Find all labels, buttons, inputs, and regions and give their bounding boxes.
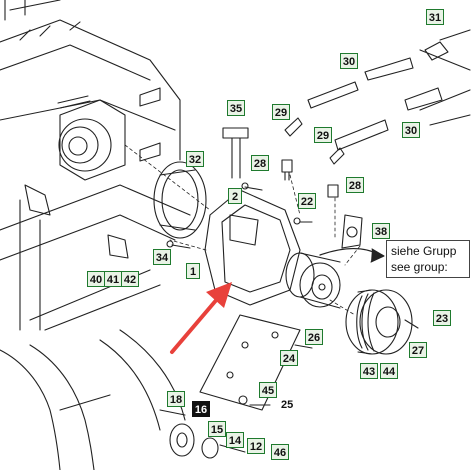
see-group-note: siehe Grupp see group: <box>386 240 470 278</box>
callout-32[interactable]: 32 <box>186 151 204 167</box>
callout-24[interactable]: 24 <box>280 350 298 366</box>
note-arrow-head <box>370 248 385 263</box>
ring-gear <box>153 161 207 239</box>
callout-29-right[interactable]: 29 <box>314 127 332 143</box>
hydraulic-hoses <box>284 29 471 165</box>
callout-34[interactable]: 34 <box>153 249 171 265</box>
note-arrow-line <box>319 248 381 256</box>
chassis-frame <box>0 0 191 470</box>
callout-38[interactable]: 38 <box>372 223 390 239</box>
callout-27[interactable]: 27 <box>409 342 427 358</box>
callout-26[interactable]: 26 <box>305 329 323 345</box>
callout-18[interactable]: 18 <box>167 391 185 407</box>
fittings <box>281 159 339 198</box>
callout-35[interactable]: 35 <box>227 100 245 116</box>
callout-43[interactable]: 43 <box>360 363 378 379</box>
callout-45[interactable]: 45 <box>259 382 277 398</box>
callout-30-upper[interactable]: 30 <box>340 53 358 69</box>
callout-30-lower[interactable]: 30 <box>402 122 420 138</box>
callout-28-right[interactable]: 28 <box>346 177 364 193</box>
callout-29-left[interactable]: 29 <box>272 104 290 120</box>
callout-28-left[interactable]: 28 <box>251 155 269 171</box>
callout-46[interactable]: 46 <box>271 444 289 460</box>
callout-31[interactable]: 31 <box>426 9 444 25</box>
callout-16[interactable]: 16 <box>192 401 210 417</box>
callout-41[interactable]: 41 <box>104 271 122 287</box>
callout-2[interactable]: 2 <box>228 188 242 204</box>
callout-1[interactable]: 1 <box>186 263 200 279</box>
label-25: 25 <box>281 399 294 411</box>
callout-22[interactable]: 22 <box>298 193 316 209</box>
cover-plate <box>199 314 301 411</box>
callout-23[interactable]: 23 <box>433 310 451 326</box>
callout-40[interactable]: 40 <box>87 271 105 287</box>
callout-15[interactable]: 15 <box>208 421 226 437</box>
see-group-note-line-2: see group: <box>391 260 448 274</box>
see-group-note-line-1: siehe Grupp <box>391 244 457 258</box>
bolts <box>159 182 419 416</box>
callout-14[interactable]: 14 <box>226 432 244 448</box>
highlight-arrow <box>170 282 232 354</box>
angle-bracket <box>222 127 249 179</box>
flange <box>169 423 246 459</box>
drive-pulley <box>345 289 413 355</box>
callout-42[interactable]: 42 <box>121 271 139 287</box>
leader-lines <box>124 144 361 316</box>
mounting-bracket <box>341 214 363 249</box>
callout-44[interactable]: 44 <box>380 363 398 379</box>
callout-12[interactable]: 12 <box>247 438 265 454</box>
